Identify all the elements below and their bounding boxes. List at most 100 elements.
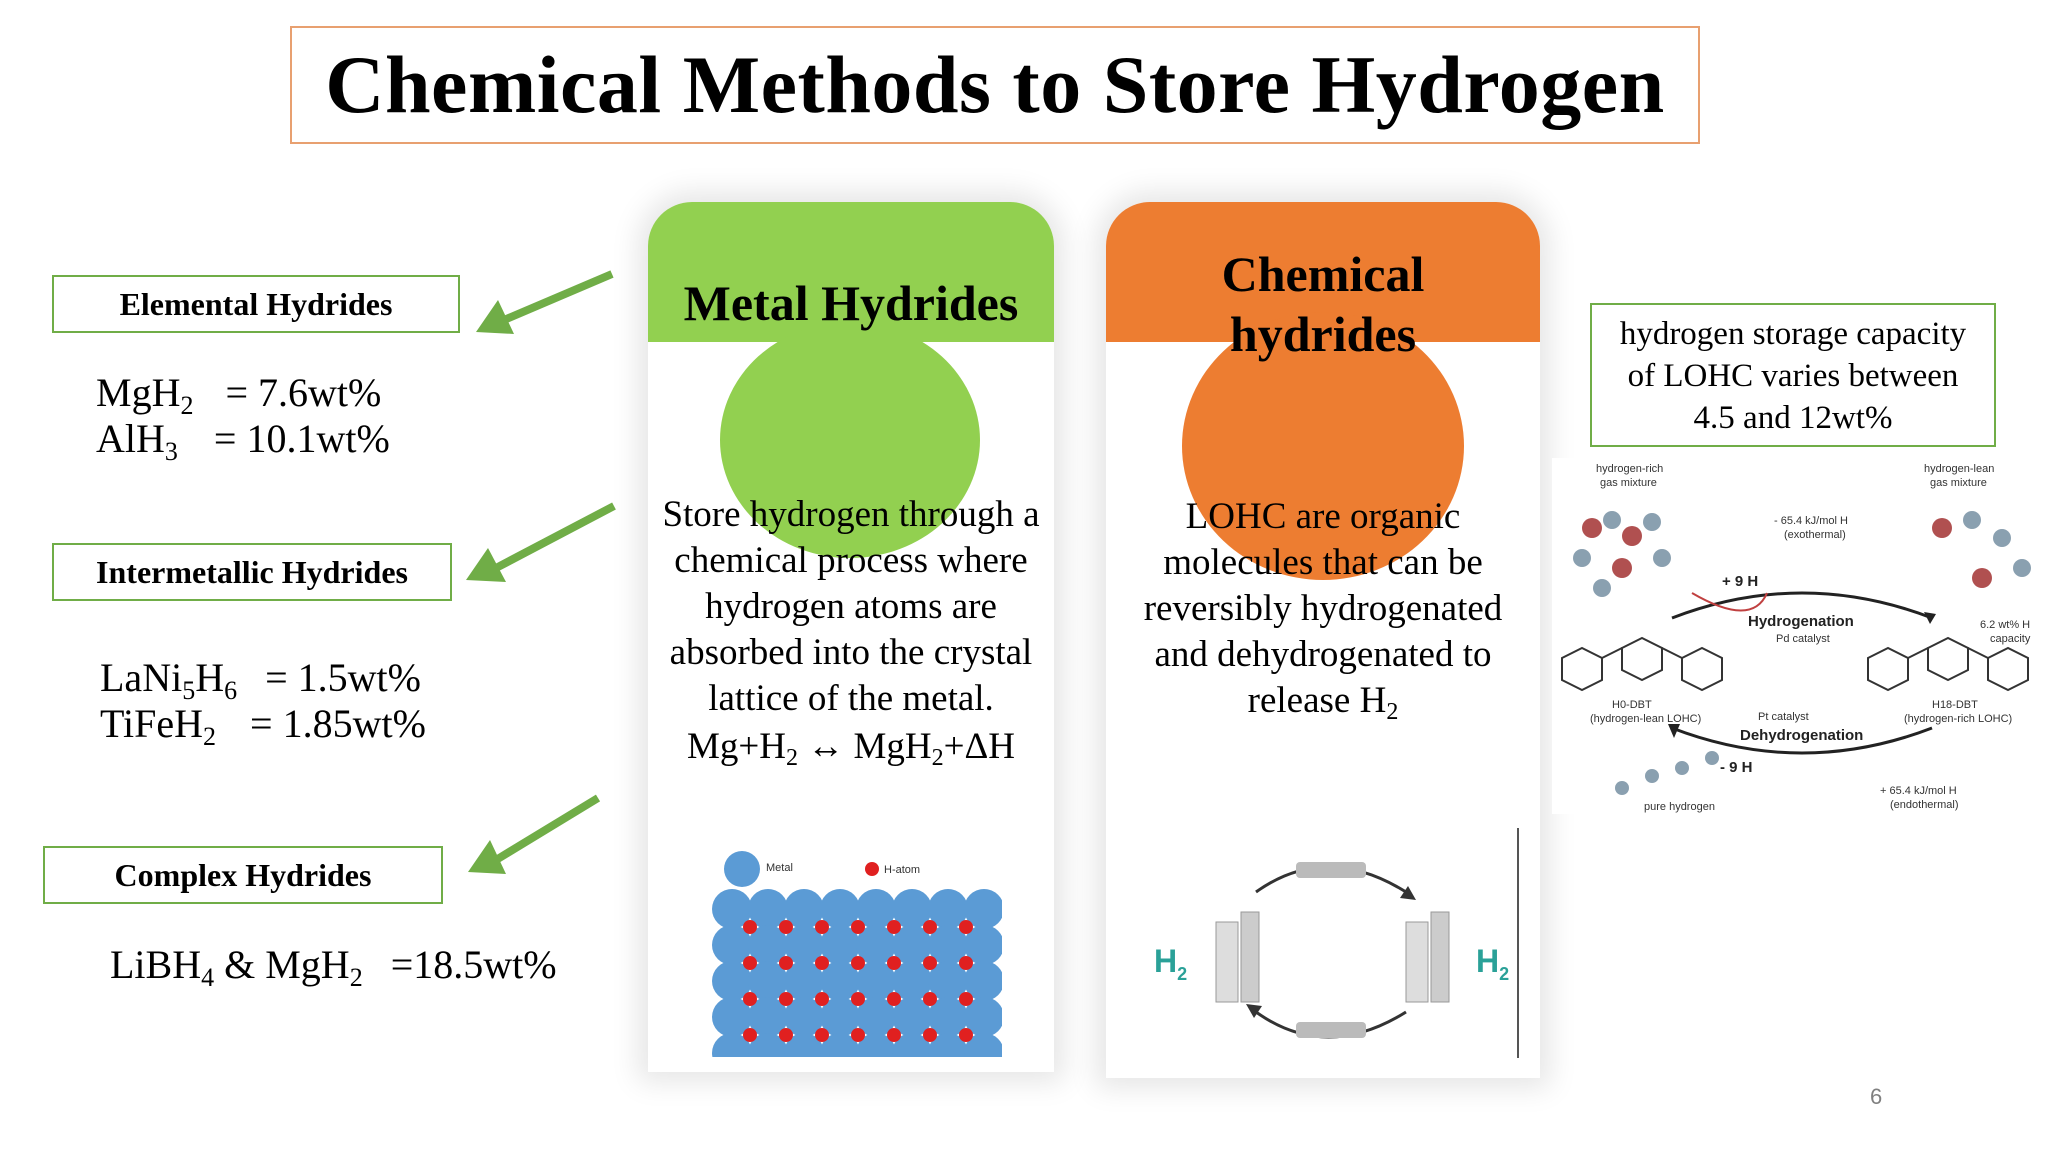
hydrogen-atom [815,956,829,970]
metal-hydrides-description: Store hydrogen through a chemical proces… [648,492,1054,770]
svg-text:+ 9 H: + 9 H [1722,573,1758,590]
svg-text:gas mixture: gas mixture [1600,477,1657,489]
lohc-capacity-info-box: hydrogen storage capacity of LOHC varies… [1590,303,1996,447]
svg-text:H2: H2 [1476,943,1509,984]
hydrogen-atom [779,956,793,970]
alh3-formula: AlH3= 10.1wt% [96,416,390,466]
hydrogen-atom [743,1028,757,1042]
gas-molecules-right [1932,511,2031,588]
metal-atom [856,925,896,965]
svg-text:- 65.4 kJ/mol H: - 65.4 kJ/mol H [1774,515,1848,527]
hydrogen-atom [887,992,901,1006]
svg-text:Hydrogenation: Hydrogenation [1748,613,1854,630]
metal-hydride-equation: Mg+H2 ↔ MgH2+ΔH [686,726,1016,772]
hydrogen-atom [851,992,865,1006]
lohc-cycle-illustration: H2 H2 [1154,828,1519,1058]
arrow-left-icon [466,502,616,582]
metal-atom [820,925,860,965]
hydrogen-atom [887,956,901,970]
metal-atom [964,889,1002,929]
hydrogen-atom [887,920,901,934]
metal-atom [856,961,896,1001]
hydrogen-atom [743,992,757,1006]
hydrogen-atom [851,956,865,970]
hydrogen-atom [815,992,829,1006]
metal-card-circle [720,322,980,558]
hydrogen-atom [959,920,973,934]
hydrogen-atom [959,992,973,1006]
svg-text:hydrogen-rich: hydrogen-rich [1596,463,1663,475]
svg-text:(exothermal): (exothermal) [1784,529,1846,541]
svg-text:- 9 H: - 9 H [1720,759,1753,776]
metal-atom [856,1033,896,1057]
chemical-hydrides-label: Chemical hydrides [1221,246,1425,362]
hydrogen-atom [959,1028,973,1042]
metal-atom [712,997,752,1037]
metal-atom [928,925,968,965]
lani5h6-formula: LaNi5H6= 1.5wt% [100,655,421,705]
metal-atom [712,889,752,929]
hydrogen-atom [779,920,793,934]
hydrogen-atom [923,920,937,934]
hydrogen-atom [815,920,829,934]
svg-text:gas mixture: gas mixture [1930,477,1987,489]
hydrogen-atom [923,1028,937,1042]
chemical-hydrides-card: Chemical hydrides LOHC are organic molec… [1106,202,1540,1078]
metal-atom [784,997,824,1037]
metal-hydrides-card: Metal Hydrides Store hydrogen through a … [648,202,1054,1072]
h0-dbt-structure [1561,636,1723,692]
svg-text:Pd catalyst: Pd catalyst [1776,633,1830,645]
svg-text:capacity: capacity [1990,633,2031,645]
arrow-left-icon [468,794,601,874]
hydrogen-atom [923,956,937,970]
svg-text:(hydrogen-rich LOHC): (hydrogen-rich LOHC) [1904,713,2012,725]
info-line-1: hydrogen storage capacity [1619,316,1967,352]
svg-text:H-atom: H-atom [884,864,920,876]
metal-atom [748,961,788,1001]
metal-atom [784,1033,824,1057]
metal-atom [964,1033,1002,1057]
lohc-reaction-diagram: hydrogen-rich gas mixture hydrogen-lean … [1552,458,2046,814]
intermetallic-formulas: LaNi5H6= 1.5wt% TiFeH2= 1.85wt% [100,655,460,755]
hydrogen-atom [743,956,757,970]
mgh2-formula: MgH2= 7.6wt% [96,370,382,420]
metal-atom [820,961,860,1001]
metal-atom [820,997,860,1037]
complex-formulas: LiBH4 & MgH2=18.5wt% [110,942,570,992]
metal-atom [928,889,968,929]
info-line-3: 4.5 and 12wt% [1693,400,1893,436]
hydrogen-atom [851,1028,865,1042]
svg-text:pure hydrogen: pure hydrogen [1644,801,1715,813]
libh4-mgh2-formula: LiBH4 & MgH2=18.5wt% [110,942,557,992]
svg-text:+ 65.4 kJ/mol H: + 65.4 kJ/mol H [1880,785,1957,797]
svg-text:Metal: Metal [766,862,793,874]
svg-text:H18-DBT: H18-DBT [1932,699,1978,711]
chemical-card-circle [1182,312,1464,580]
svg-text:(hydrogen-lean LOHC): (hydrogen-lean LOHC) [1590,713,1701,725]
page-title: Chemical Methods to Store Hydrogen [325,39,1665,130]
lattice-grid [712,889,1002,1057]
metal-atom [712,925,752,965]
metal-atom [964,961,1002,1001]
hydrogen-atom [779,1028,793,1042]
svg-text:Dehydrogenation: Dehydrogenation [1740,727,1863,744]
metal-atom [856,889,896,929]
hydrogen-atom [851,920,865,934]
metal-atom [928,961,968,1001]
hydrogen-atom [743,920,757,934]
complex-hydrides-label: Complex Hydrides [114,856,372,893]
hydrogen-atom [923,992,937,1006]
h18-dbt-structure [1867,636,2029,692]
hydrogen-atom [959,956,973,970]
metal-atom [964,997,1002,1037]
elemental-hydrides-label: Elemental Hydrides [119,285,393,322]
metal-atom [748,925,788,965]
metal-atom [712,1033,752,1057]
metal-atom [784,925,824,965]
metal-atom [892,961,932,1001]
pure-hydrogen-molecules [1615,751,1719,795]
metal-atom [892,925,932,965]
elemental-formulas: MgH2= 7.6wt% AlH3= 10.1wt% [96,370,456,470]
metal-atom [748,889,788,929]
metal-card-header [648,202,1054,342]
